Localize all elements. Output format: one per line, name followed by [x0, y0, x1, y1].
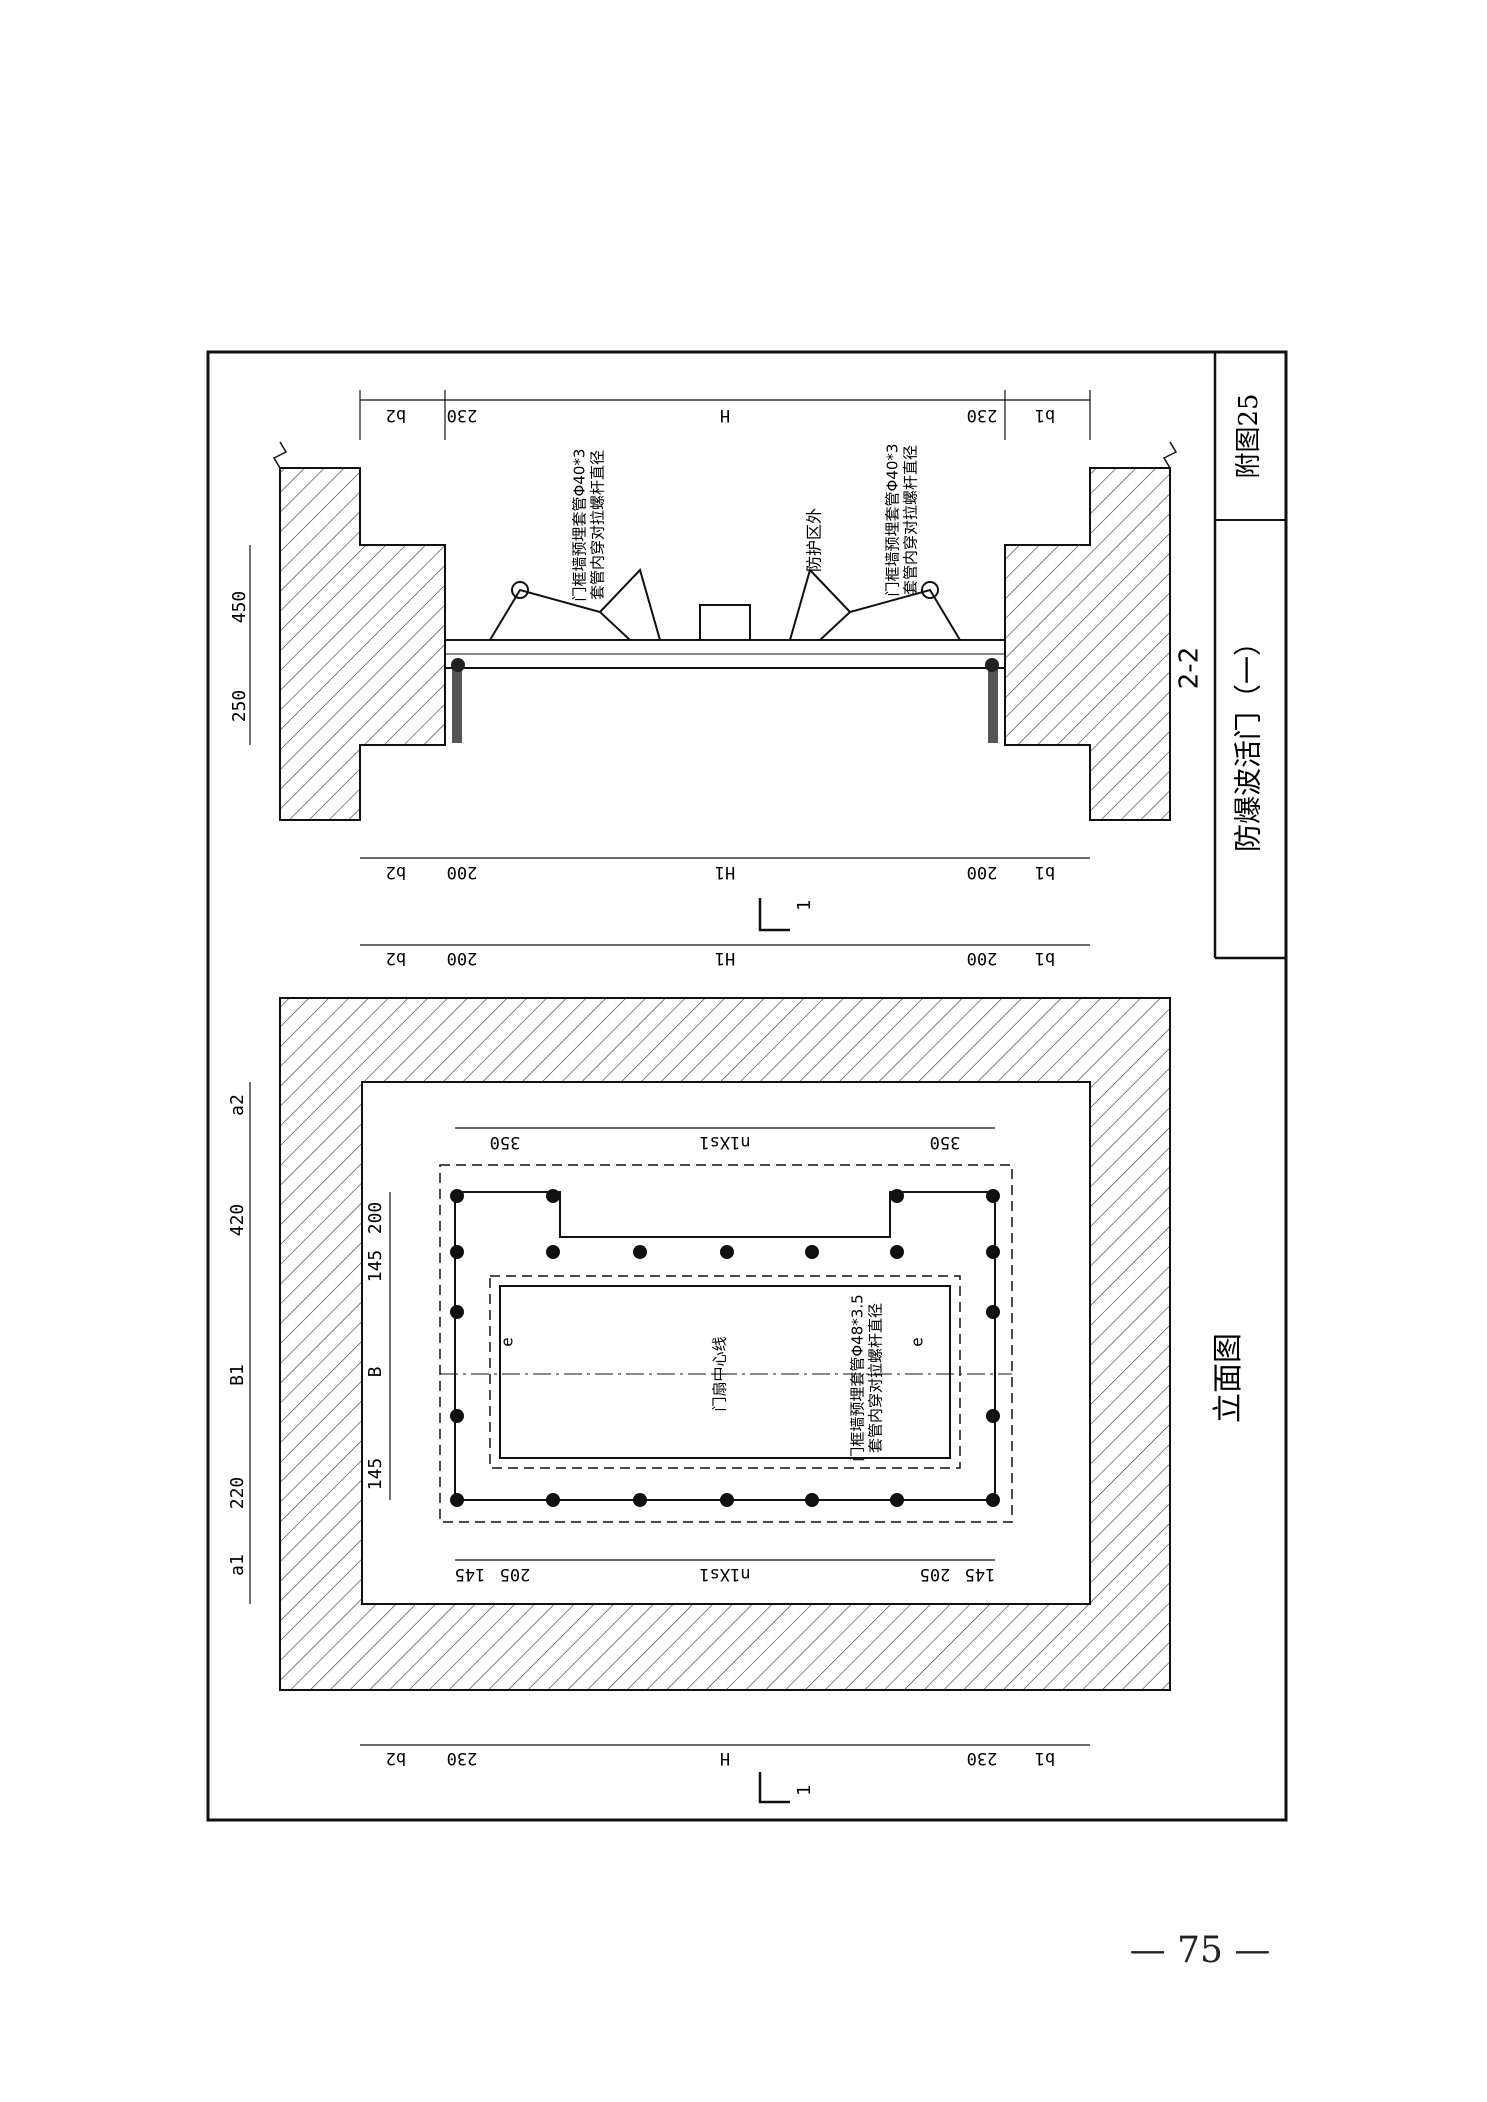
section-wall-left: [279, 467, 446, 821]
anchor-left: [452, 668, 462, 743]
elevation-label: 立面图: [1211, 1333, 1246, 1423]
elevation-note: 门框墙预埋套管Φ48*3.5 套管内穿对拉螺杆直径: [849, 1294, 885, 1461]
zone-label: 防护区外: [805, 508, 824, 572]
dim-250: 250: [229, 690, 250, 723]
anchor-right: [988, 668, 998, 743]
section-label: 2-2: [1175, 647, 1205, 689]
svg-text:门框墙预埋套管Φ48*3.5: 门框墙预埋套管Φ48*3.5: [849, 1294, 867, 1461]
dim-h: H: [720, 405, 730, 425]
sheet-border: [206, 350, 1288, 1822]
blast-valve-mechanism: [489, 568, 961, 641]
svg-text:套管内穿对拉螺杆直径: 套管内穿对拉螺杆直径: [902, 445, 920, 595]
dim-b1-bottom: b1: [1035, 862, 1055, 882]
grid-dim-145-left: 145: [455, 1564, 486, 1584]
title-block: 附图25 防爆波活门（一）: [1213, 352, 1286, 960]
elev-dim-h1: H1: [715, 948, 735, 968]
elev-dim-b2-bottom: b2: [386, 1748, 406, 1768]
elev-dim-b2: b2: [386, 948, 406, 968]
sheet-number: 附图25: [1234, 393, 1264, 478]
elev-dim-h: H: [720, 1748, 730, 1768]
center-line-label: 门扇中心线: [711, 1336, 729, 1411]
elev-dim-220: 220: [227, 1477, 248, 1510]
elev-dim-145-bottom: 145: [365, 1458, 386, 1491]
elev-dim-200-inner: 200: [365, 1202, 386, 1235]
dim-230-right: 230: [967, 405, 998, 425]
elev-dim-200-left: 200: [447, 948, 478, 968]
svg-text:门框墙预埋套管Φ40*3: 门框墙预埋套管Φ40*3: [884, 444, 902, 597]
elev-dim-b: B: [365, 1367, 386, 1378]
svg-text:门框墙预埋套管Φ40*3: 门框墙预埋套管Φ40*3: [571, 449, 589, 602]
dim-e-right: e: [908, 1337, 927, 1347]
section-note-right: 门框墙预埋套管Φ40*3 套管内穿对拉螺杆直径: [884, 444, 920, 597]
dim-200-left: 200: [447, 862, 478, 882]
elev-dim-230-right: 230: [967, 1748, 998, 1768]
grid-dim-205-right: 205: [920, 1564, 951, 1584]
elev-dim-b1-left: B1: [227, 1364, 248, 1386]
dim-b2-bottom: b2: [386, 862, 406, 882]
section-mark-top: [758, 898, 790, 932]
grid-dim-145-right: 145: [965, 1564, 996, 1584]
grid-dim-n1xs1-bottom: n1Xs1: [699, 1564, 750, 1584]
grid-dim-350-left: 350: [490, 1132, 521, 1152]
dim-e-left: e: [498, 1337, 517, 1347]
section-note-left: 门框墙预埋套管Φ40*3 套管内穿对拉螺杆直径: [571, 449, 607, 602]
elev-dim-200-right: 200: [967, 948, 998, 968]
elev-dim-420: 420: [227, 1204, 248, 1237]
elevation-view: 门扇中心线 门框墙预埋套管Φ48*3.5 套管内穿对拉螺杆直径 立面图 b2 2…: [227, 944, 1246, 1768]
elev-dim-b1: b1: [1035, 948, 1055, 968]
dim-b2: b2: [386, 405, 406, 425]
grid-dim-205-left: 205: [500, 1564, 531, 1584]
dim-h1: H1: [715, 862, 735, 882]
grid-dim-n1xs1-top: n1Xs1: [699, 1132, 750, 1152]
anchor-bolts: [450, 1189, 1000, 1507]
dim-200-right: 200: [967, 862, 998, 882]
section-mark-label-bottom: 1: [794, 1784, 815, 1795]
dim-230-left: 230: [447, 405, 478, 425]
svg-text:套管内穿对拉螺杆直径: 套管内穿对拉螺杆直径: [589, 450, 607, 600]
section-dims-top: [359, 390, 1091, 440]
elev-dim-230-left: 230: [447, 1748, 478, 1768]
section-2-2: 防护区外 门框墙预埋套管Φ40*3 套管内穿对拉螺杆直径 门框墙预埋套管Φ40*…: [229, 390, 1205, 882]
elev-dim-145-top: 145: [365, 1250, 386, 1283]
section-mark-label-top: 1: [794, 899, 815, 910]
elevation-opening: [361, 1081, 1091, 1605]
section-mark-bottom: [758, 1772, 790, 1804]
dim-450: 450: [229, 591, 250, 624]
dim-b1: b1: [1035, 405, 1055, 425]
section-wall-right: [1004, 467, 1171, 821]
elev-dim-a2: a2: [227, 1094, 248, 1116]
elev-dim-b1-bottom: b1: [1035, 1748, 1055, 1768]
svg-text:套管内穿对拉螺杆直径: 套管内穿对拉螺杆直径: [867, 1303, 885, 1453]
grid-dim-350-right: 350: [930, 1132, 961, 1152]
page-number: — 75 —: [1129, 1930, 1271, 1971]
elev-dim-a1: a1: [227, 1554, 248, 1576]
drawing-title: 防爆波活门（一）: [1232, 628, 1265, 852]
